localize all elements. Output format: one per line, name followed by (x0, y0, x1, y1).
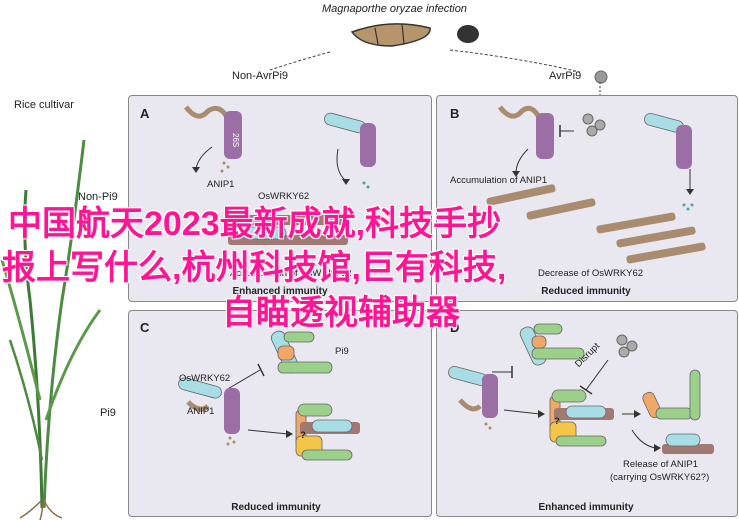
overlay-line-1: 中国航天2023最新成就,科技手抄 (8, 205, 502, 243)
panel-b-caption: Reduced immunity (541, 286, 631, 297)
panel-c-oswrky: OsWRKY62 (179, 373, 231, 384)
avr-effector-icon (594, 70, 608, 84)
panel-a-anip1: ANIP1 (207, 179, 235, 190)
panel-c-diagram (178, 330, 360, 461)
panel-c-question: ? (300, 430, 306, 441)
panel-a-accumulation: Accumulation of OsWRKY62 (230, 268, 352, 279)
panel-c-pi9: Pi9 (335, 346, 349, 357)
pathogen-label: Magnaporthe oryzae infection (322, 3, 467, 15)
rice-cultivar-label: Rice cultivar (14, 99, 74, 111)
panel-d-letter: D (450, 320, 460, 335)
overlay-line-2: 报上写什么,杭州科技馆,巨有科技, (2, 249, 507, 287)
panel-c-anip1: ANIP1 (187, 406, 215, 417)
spore-icon (269, 23, 581, 73)
overlay-line-3: 自瞄透视辅助器 (222, 294, 460, 332)
panel-a-diagram: 26S (184, 105, 376, 245)
avr-label: AvrPi9 (549, 70, 582, 82)
panel-a-oswrky: OsWRKY62 (258, 191, 310, 202)
row-label-non-pi9: Non-Pi9 (78, 191, 118, 203)
panel-b-diagram (486, 105, 706, 264)
row-label-pi9: Pi9 (100, 407, 116, 419)
panel-d-question: ? (554, 416, 560, 427)
panel-d-caption: Enhanced immunity (538, 502, 634, 513)
panel-c-letter: C (140, 320, 150, 335)
panel-b-letter: B (450, 106, 460, 121)
panel-b-accumulation: Accumulation of ANIP1 (450, 175, 548, 186)
panel-d-release-1: Release of ANIP1 (623, 459, 698, 470)
panel-d-diagram (448, 323, 714, 454)
svg-text:26S: 26S (231, 133, 240, 147)
rice-plant-icon (0, 139, 102, 520)
panel-c-caption: Reduced immunity (231, 502, 321, 513)
panel-a-caption: Enhanced immunity (232, 286, 328, 297)
panel-a (128, 95, 432, 302)
non-avr-label: Non-AvrPi9 (232, 70, 289, 82)
panel-a-letter: A (140, 106, 150, 121)
panel-d-release-2: (carrying OsWRKY62?) (610, 472, 710, 483)
panel-b-decrease: Decrease of OsWRKY62 (538, 268, 644, 279)
